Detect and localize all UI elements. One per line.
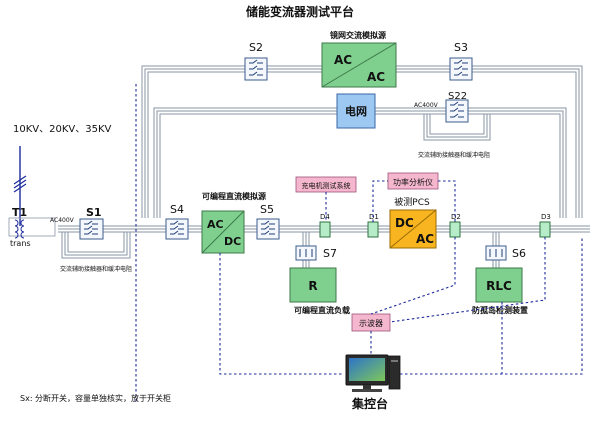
switch-s6-label: S6 — [512, 247, 526, 260]
programmable-dc-load — [289, 267, 337, 303]
rlc-label: RLC — [486, 279, 512, 293]
grid-simulator — [321, 42, 397, 88]
switch-s6[interactable] — [485, 245, 507, 261]
control-center-label: 集控台 — [351, 396, 388, 411]
switch-s1[interactable] — [79, 218, 104, 240]
transformer-t1 — [8, 217, 56, 239]
dc-source-dc: DC — [224, 235, 241, 248]
pcs-under-test — [389, 209, 437, 249]
detector-d4-label: D4 — [320, 213, 330, 221]
pcs-dc: DC — [395, 216, 414, 230]
grid-sim-ac-in: AC — [334, 53, 352, 67]
grid-box — [336, 93, 376, 129]
switch-s3-label: S3 — [454, 41, 468, 54]
r-load-label: R — [308, 279, 317, 293]
grid-aux-note: 交流辅助接触器和缓冲电阻 — [418, 151, 490, 159]
charger-test-label: 充电机测试系统 — [302, 181, 351, 190]
grid-voltage: AC400V — [414, 102, 439, 109]
pcs-ac: AC — [416, 232, 434, 246]
hv-feeder — [13, 146, 27, 226]
pcs-title: 被测PCS — [394, 196, 430, 208]
s1-aux-note: 交流辅助接触器和缓冲电阻 — [60, 265, 132, 273]
detector-d4 — [319, 221, 331, 238]
switch-s4[interactable] — [165, 218, 189, 240]
switch-s7-label: S7 — [323, 247, 337, 260]
switch-s5[interactable] — [256, 218, 280, 240]
dc-source-ac: AC — [207, 218, 224, 231]
grid-simulator-title: 镜网交流模拟源 — [330, 30, 386, 40]
oscilloscope-label: 示波器 — [359, 318, 383, 328]
diagram-title: 储能变流器测试平台 — [246, 4, 354, 19]
switch-s5-label: S5 — [260, 203, 274, 216]
switch-s4-label: S4 — [170, 203, 184, 216]
transformer-voltage: AC400V — [50, 217, 75, 224]
detector-d2-label: D2 — [451, 213, 461, 221]
signal-lines — [135, 84, 583, 404]
switch-s22-label: S22 — [448, 91, 467, 102]
control-center-icon[interactable] — [345, 354, 401, 392]
dc-source-title: 可编程直流模拟源 — [202, 191, 266, 201]
switch-s3[interactable] — [449, 57, 473, 81]
switch-s2[interactable] — [244, 57, 268, 81]
detector-d3 — [539, 221, 551, 238]
voltage-levels: 10KV、20KV、35KV — [13, 124, 112, 135]
grid-label: 电网 — [345, 104, 367, 118]
power-bus — [58, 65, 590, 268]
detector-d1 — [367, 221, 379, 238]
grid-sim-ac-out: AC — [367, 70, 385, 84]
detector-d1-label: D1 — [369, 213, 379, 221]
switch-s2-label: S2 — [249, 41, 263, 54]
dc-source — [201, 210, 245, 254]
r-load-caption: 可编程直流负载 — [294, 305, 350, 315]
transformer-sub: trans — [10, 239, 31, 248]
rlc-caption: 防孤岛检测装置 — [472, 305, 528, 315]
switch-s1-label: S1 — [86, 206, 102, 219]
switch-s7[interactable] — [295, 245, 317, 261]
power-analyzer-label: 功率分析仪 — [393, 177, 433, 187]
anti-islanding-device — [475, 267, 523, 303]
transformer-label: T1 — [12, 206, 27, 219]
detector-d3-label: D3 — [541, 213, 551, 221]
switch-s22[interactable] — [445, 99, 469, 123]
detector-d2 — [449, 221, 461, 238]
footnote: Sx: 分断开关，容量单独核实，放于开关柜 — [20, 393, 171, 403]
